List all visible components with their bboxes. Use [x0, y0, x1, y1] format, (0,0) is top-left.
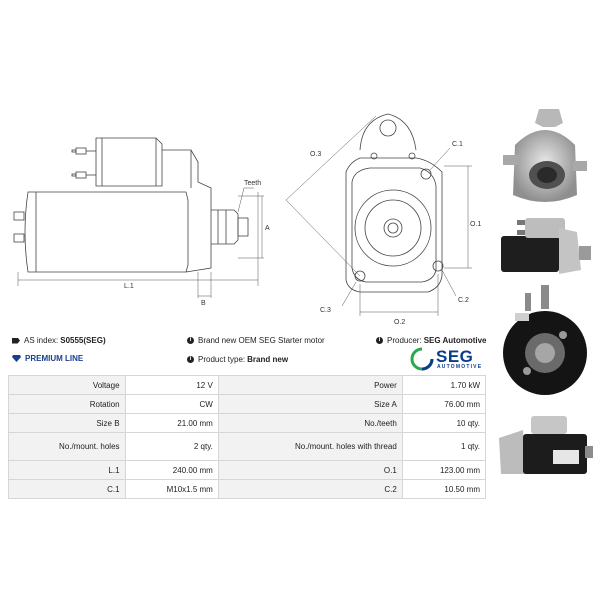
spec-value: 1.70 kW: [401, 375, 487, 395]
as-index-label: AS index:: [24, 336, 59, 345]
spec-value: CW: [124, 394, 219, 414]
dimension-c3-label: C.3: [320, 307, 331, 314]
producer-row: i Producer: SEG Automotive: [376, 336, 487, 345]
spec-value: 2 qty.: [124, 432, 219, 461]
tag-icon: [12, 337, 20, 344]
spec-label: No./teeth: [217, 413, 403, 433]
diamond-icon: [12, 355, 21, 362]
product-photo-label-side: [499, 416, 593, 474]
spec-value: 123.00 mm: [401, 460, 487, 480]
spec-value: 21.00 mm: [124, 413, 219, 433]
table-row: C.1 M10x1.5 mm C.2 10.50 mm: [8, 479, 487, 499]
producer-value: SEG Automotive: [423, 336, 487, 345]
as-index-value: S0555(SEG): [60, 336, 106, 345]
spec-value: 12 V: [124, 375, 219, 395]
starter-front-view-drawing: O.3 C.1 O.1 C.2 C.3 O.2: [285, 113, 481, 326]
info-icon: i: [376, 337, 383, 344]
as-index-row: AS index: S0555(SEG): [12, 336, 106, 345]
product-type-value: Brand new: [247, 355, 289, 364]
spec-label: Power: [217, 375, 403, 395]
logo-subtitle: AUTOMOTIVE: [437, 364, 483, 370]
spec-label: No./mount. holes with thread: [217, 432, 403, 461]
spec-label: O.1: [217, 460, 403, 480]
spec-value: 76.00 mm: [401, 394, 487, 414]
table-row: L.1 240.00 mm O.1 123.00 mm: [8, 460, 487, 480]
spec-label: Size B: [8, 413, 126, 433]
product-photo-rear: [503, 285, 587, 395]
product-photo-front-angle: [503, 109, 587, 202]
spec-label: C.2: [217, 479, 403, 499]
producer-label: Producer:: [387, 336, 422, 345]
brand-row: i Brand new OEM SEG Starter motor: [187, 336, 325, 345]
dimension-o2-label: O.2: [394, 319, 405, 326]
starter-side-view-drawing: Teeth A L.1 B: [13, 137, 270, 307]
spec-label: L.1: [8, 460, 126, 480]
spec-label: No./mount. holes: [8, 432, 126, 461]
spec-label: C.1: [8, 479, 126, 499]
table-row: Rotation CW Size A 76.00 mm: [8, 394, 487, 414]
spec-value: 1 qty.: [401, 432, 487, 461]
info-icon: i: [187, 337, 194, 344]
table-row: Size B 21.00 mm No./teeth 10 qty.: [8, 413, 487, 433]
spec-value: M10x1.5 mm: [124, 479, 219, 499]
info-icon: i: [187, 356, 194, 363]
dimension-o1-label: O.1: [470, 221, 481, 228]
table-row: Voltage 12 V Power 1.70 kW: [8, 375, 487, 395]
dimension-a-label: A: [265, 225, 270, 232]
product-photo-side: [501, 218, 591, 274]
premium-line-label: PREMIUM LINE: [25, 354, 84, 363]
seg-automotive-logo: SEG AUTOMOTIVE: [410, 347, 490, 371]
spec-value: 10.50 mm: [401, 479, 487, 499]
product-type-label: Product type:: [198, 355, 246, 364]
logo-name: SEG: [436, 347, 474, 366]
dimension-c2-label: C.2: [458, 297, 469, 304]
spec-value: 10 qty.: [401, 413, 487, 433]
dimension-l1-label: L.1: [124, 283, 134, 290]
spec-label: Rotation: [8, 394, 126, 414]
seg-swirl-icon: [410, 347, 434, 371]
teeth-label: Teeth: [244, 180, 261, 187]
dimension-c1-label: C.1: [452, 141, 463, 148]
brand-text: Brand new OEM SEG Starter motor: [198, 336, 325, 345]
dimension-b-label: B: [201, 300, 206, 307]
spec-label: Voltage: [8, 375, 126, 395]
specifications-table: Voltage 12 V Power 1.70 kW Rotation CW S…: [8, 375, 487, 499]
spec-label: Size A: [217, 394, 403, 414]
product-type-row: i Product type: Brand new: [187, 355, 288, 364]
dimension-o3-label: O.3: [310, 151, 321, 158]
premium-line-badge: PREMIUM LINE: [12, 354, 83, 363]
spec-value: 240.00 mm: [124, 460, 219, 480]
table-row: No./mount. holes 2 qty. No./mount. holes…: [8, 432, 487, 461]
